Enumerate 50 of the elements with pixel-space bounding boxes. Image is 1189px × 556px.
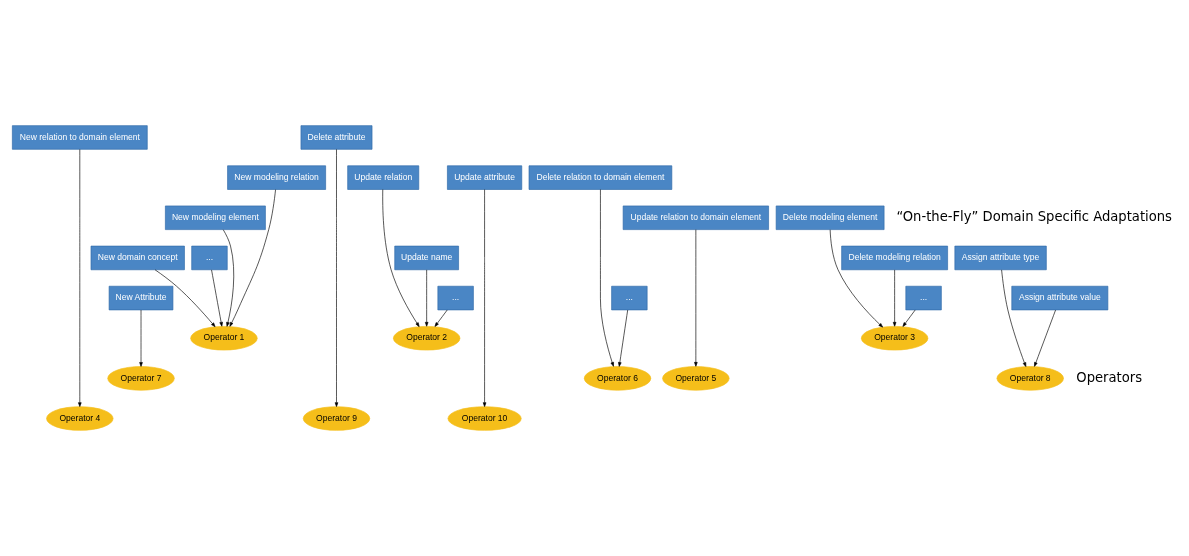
node-ellipse: Operator 10 <box>447 406 522 431</box>
node-ellipse: Operator 8 <box>996 366 1064 391</box>
arrow <box>434 309 448 327</box>
arrow <box>382 189 420 327</box>
node-box: ... <box>905 285 942 311</box>
arrow <box>1034 309 1056 367</box>
node-box: Delete modeling relation <box>841 245 948 271</box>
node-ellipse: Operator 4 <box>46 406 114 431</box>
arrow <box>618 309 629 367</box>
node-box: ... <box>437 285 474 311</box>
label: “On-the-Fly” Domain Specific Adaptations <box>896 209 1172 225</box>
node-box: New modeling relation <box>227 165 326 190</box>
node-ellipse: Operator 6 <box>583 366 652 391</box>
arrow <box>482 189 487 407</box>
arrow <box>600 189 614 367</box>
node-box: Update attribute <box>447 165 523 190</box>
node-ellipse: Operator 1 <box>190 326 258 351</box>
node-ellipse: Operator 3 <box>861 326 929 351</box>
node-box: Delete attribute <box>300 125 373 150</box>
arrow <box>139 309 143 367</box>
arrow <box>334 149 339 407</box>
arrow <box>229 189 276 327</box>
label: Operators <box>1076 369 1143 385</box>
node-box: Update name <box>394 245 459 271</box>
node-box: Assign attribute value <box>1011 285 1109 311</box>
node-box: Delete modeling element <box>775 205 885 230</box>
node-box: ... <box>191 245 228 271</box>
node-box: Update relation <box>347 165 420 190</box>
node-box: New relation to domain element <box>12 125 148 150</box>
node-ellipse: Operator 9 <box>302 406 371 431</box>
node-ellipse: Operator 7 <box>107 366 175 391</box>
node-ellipse: Operator 2 <box>393 326 461 351</box>
arrow <box>154 269 216 328</box>
arrow <box>424 269 429 327</box>
node-box: New domain concept <box>90 245 185 271</box>
node-box: New modeling element <box>165 205 266 230</box>
node-box: Assign attribute type <box>954 245 1047 271</box>
node-box: Update relation to domain element <box>622 205 769 230</box>
arrow <box>1001 269 1027 367</box>
arrow <box>78 149 82 407</box>
node-ellipse: Operator 5 <box>662 366 730 391</box>
arrow <box>694 229 698 367</box>
arrow <box>892 269 897 327</box>
node-box: ... <box>611 285 648 311</box>
arrow <box>211 269 223 327</box>
arrow <box>222 229 235 327</box>
arrow <box>902 309 916 327</box>
node-box: Delete relation to domain element <box>528 165 673 190</box>
node-box: New Attribute <box>108 285 174 311</box>
arrow <box>829 229 883 328</box>
